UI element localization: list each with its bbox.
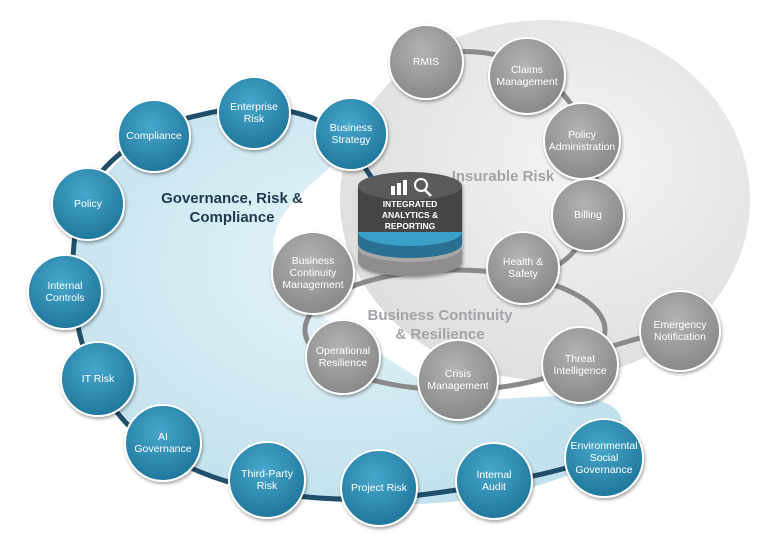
node-label-business-continuity-management: Management [282, 279, 343, 291]
node-label-compliance: Compliance [126, 130, 182, 142]
node-circle-threat-intelligence[interactable] [541, 326, 619, 404]
node-it-risk[interactable]: IT Risk [60, 341, 136, 417]
node-circle-compliance[interactable] [117, 99, 191, 173]
hub-label-line3: REPORTING [385, 221, 436, 231]
node-label-policy-administration: Administration [549, 141, 616, 153]
node-label-crisis-management: Management [427, 380, 488, 392]
node-health-safety[interactable]: Health &Safety [486, 231, 560, 305]
node-label-third-party-risk: Third-Party [241, 468, 294, 480]
node-project-risk[interactable]: Project Risk [340, 449, 418, 527]
node-circle-business-strategy[interactable] [314, 97, 388, 171]
node-circle-billing[interactable] [551, 178, 625, 252]
node-label-business-continuity-management: Continuity [290, 267, 337, 279]
node-label-business-continuity-management: Business [292, 255, 335, 267]
node-circle-crisis-management[interactable] [417, 339, 499, 421]
grc-title-line1: Governance, Risk & [161, 190, 303, 207]
node-circle-internal-audit[interactable] [455, 442, 533, 520]
node-circle-claims-management[interactable] [488, 37, 566, 115]
node-label-enterprise-risk: Risk [244, 113, 265, 125]
node-label-it-risk: IT Risk [82, 373, 115, 385]
node-circle-it-risk[interactable] [60, 341, 136, 417]
node-circle-third-party-risk[interactable] [228, 441, 306, 519]
node-label-crisis-management: Crisis [445, 368, 471, 380]
node-circle-rmis[interactable] [388, 24, 464, 100]
node-circle-policy[interactable] [51, 167, 125, 241]
node-policy[interactable]: Policy [51, 167, 125, 241]
node-circle-enterprise-risk[interactable] [217, 76, 291, 150]
node-compliance[interactable]: Compliance [117, 99, 191, 173]
node-label-health-safety: Health & [503, 256, 543, 268]
node-circle-project-risk[interactable] [340, 449, 418, 527]
node-label-health-safety: Safety [508, 268, 539, 280]
node-label-threat-intelligence: Threat [565, 353, 595, 365]
node-label-operational-resilience: Operational [316, 345, 370, 357]
node-label-claims-management: Management [496, 76, 557, 88]
node-circle-business-continuity-management[interactable] [271, 231, 355, 315]
node-label-operational-resilience: Resilience [319, 357, 368, 369]
node-label-enterprise-risk: Enterprise [230, 101, 278, 113]
node-label-third-party-risk: Risk [257, 480, 278, 492]
node-label-ai-governance: AI [158, 431, 168, 443]
node-label-internal-controls: Controls [45, 292, 84, 304]
node-label-claims-management: Claims [511, 64, 543, 76]
bcr-title-line1: Business Continuity [367, 307, 513, 324]
node-label-environmental-social-governance: Social [590, 452, 619, 464]
insurable-risk-region [340, 20, 750, 380]
hub-label-line2: ANALYTICS & [382, 210, 438, 220]
node-circle-health-safety[interactable] [486, 231, 560, 305]
node-circle-internal-controls[interactable] [27, 254, 103, 330]
node-label-internal-audit: Internal [476, 469, 511, 481]
node-circle-operational-resilience[interactable] [305, 319, 381, 395]
node-label-environmental-social-governance: Environmental [570, 440, 637, 452]
node-label-threat-intelligence: Intelligence [553, 365, 606, 377]
node-circle-emergency-notification[interactable] [639, 290, 721, 372]
node-label-billing: Billing [574, 209, 602, 221]
grc-title-line2: Compliance [189, 209, 274, 226]
nodes-layer: ComplianceEnterpriseRiskBusinessStrategy… [27, 24, 721, 527]
insurable-risk-title: Insurable Risk [452, 168, 555, 185]
node-label-emergency-notification: Emergency [653, 319, 707, 331]
node-label-policy: Policy [74, 198, 103, 210]
node-label-rmis: RMIS [413, 56, 439, 68]
node-label-emergency-notification: Notification [654, 331, 706, 343]
integrated-analytics-hub[interactable] [358, 172, 462, 276]
node-label-business-strategy: Strategy [331, 134, 371, 146]
node-rmis[interactable]: RMIS [388, 24, 464, 100]
node-label-environmental-social-governance: Governance [575, 464, 632, 476]
hub-label-line1: INTEGRATED [383, 199, 438, 209]
node-circle-environmental-social-governance[interactable] [564, 418, 644, 498]
node-circle-ai-governance[interactable] [124, 404, 202, 482]
node-billing[interactable]: Billing [551, 178, 625, 252]
node-label-project-risk: Project Risk [351, 482, 408, 494]
node-label-internal-audit: Audit [482, 481, 506, 493]
bcr-title-line2: & Resilience [395, 326, 484, 343]
node-label-ai-governance: Governance [134, 443, 191, 455]
node-label-policy-administration: Policy [568, 129, 597, 141]
node-label-business-strategy: Business [330, 122, 373, 134]
node-label-internal-controls: Internal [47, 280, 82, 292]
analytics-chart-magnifier-icon [391, 178, 432, 197]
